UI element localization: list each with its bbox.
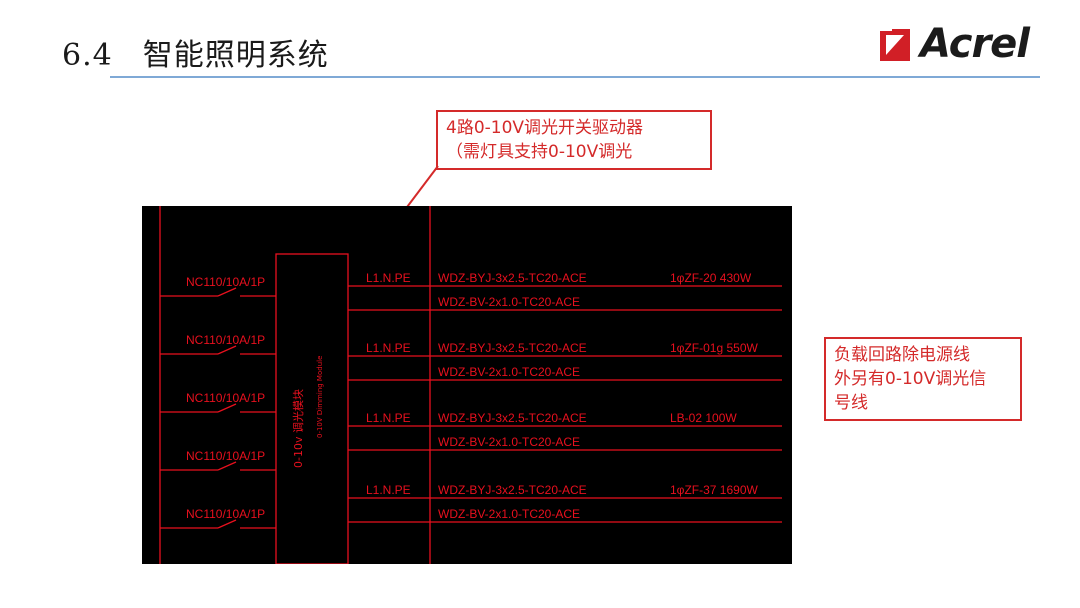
breaker-label: NC110/10A/1P xyxy=(186,391,265,405)
breaker-3: NC110/10A/1P xyxy=(160,391,276,413)
breaker-2: NC110/10A/1P xyxy=(160,333,276,355)
callout-top-line1: 4路0-10V调光开关驱动器 xyxy=(446,118,644,138)
power-cable-label: WDZ-BYJ-3x2.5-TC20-ACE xyxy=(438,411,587,425)
power-cable-label: WDZ-BYJ-3x2.5-TC20-ACE xyxy=(438,483,587,497)
signal-wire-callout: 负载回路除电源线 外另有0-10V调光信 号线 xyxy=(824,337,1022,421)
breaker-label: NC110/10A/1P xyxy=(186,507,265,521)
logo-text: Acrel xyxy=(920,21,1030,67)
power-cable-label: WDZ-BYJ-3x2.5-TC20-ACE xyxy=(438,341,587,355)
circuit-3: L1.N.PE WDZ-BYJ-3x2.5-TC20-ACE WDZ-BV-2x1.… xyxy=(348,411,782,451)
circuit-4: L1.N.PE WDZ-BYJ-3x2.5-TC20-ACE WDZ-BV-2x1.… xyxy=(348,483,782,523)
load-label: 1φZF-37 1690W xyxy=(670,483,758,497)
callout-top-line2: （需灯具支持0-10V调光 xyxy=(446,142,633,162)
load-label: 1φZF-01g 550W xyxy=(670,341,758,355)
phase-label: L1.N.PE xyxy=(366,411,411,425)
section-title: 智能照明系统 xyxy=(142,38,329,73)
breaker-label: NC110/10A/1P xyxy=(186,449,265,463)
logo-mark-icon xyxy=(878,25,914,63)
phase-label: L1.N.PE xyxy=(366,271,411,285)
company-logo: Acrel xyxy=(878,21,1030,67)
callout-right-line3: 号线 xyxy=(834,393,868,413)
dimming-driver-callout: 4路0-10V调光开关驱动器 （需灯具支持0-10V调光 xyxy=(436,110,712,170)
module-sublabel: 0-10V Dimming Module xyxy=(316,356,324,438)
signal-cable-label: WDZ-BV-2x1.0-TC20-ACE xyxy=(438,365,580,379)
phase-label: L1.N.PE xyxy=(366,341,411,355)
power-cable-label: WDZ-BYJ-3x2.5-TC20-ACE xyxy=(438,271,587,285)
breaker-4: NC110/10A/1P xyxy=(160,449,276,471)
module-label: 0-10v 调光模块 xyxy=(291,389,305,468)
load-label: LB-02 100W xyxy=(670,411,737,425)
page-title: 6.4 智能照明系统 xyxy=(62,30,329,74)
signal-cable-label: WDZ-BV-2x1.0-TC20-ACE xyxy=(438,435,580,449)
wiring-diagram-canvas: NC110/10A/1P NC110/10A/1P NC110/10A/1P NC11… xyxy=(159,206,782,564)
breaker-5: NC110/10A/1P xyxy=(160,507,276,529)
breaker-label: NC110/10A/1P xyxy=(186,333,265,347)
dimming-module-box xyxy=(275,253,349,564)
signal-cable-label: WDZ-BV-2x1.0-TC20-ACE xyxy=(438,295,580,309)
circuit-1: L1.N.PE WDZ-BYJ-3x2.5-TC20-ACE WDZ-BV-2x1.… xyxy=(348,271,782,311)
section-number: 6.4 xyxy=(62,38,113,73)
phase-label: L1.N.PE xyxy=(366,483,411,497)
title-divider xyxy=(110,76,1040,78)
signal-cable-label: WDZ-BV-2x1.0-TC20-ACE xyxy=(438,507,580,521)
callout-right-line2: 外另有0-10V调光信 xyxy=(834,369,987,389)
callout-right-line1: 负载回路除电源线 xyxy=(834,345,970,365)
breaker-label: NC110/10A/1P xyxy=(186,275,265,289)
load-label: 1φZF-20 430W xyxy=(670,271,752,285)
wiring-diagram: NC110/10A/1P NC110/10A/1P NC110/10A/1P NC11… xyxy=(142,206,792,564)
breaker-1: NC110/10A/1P xyxy=(160,275,276,297)
circuit-2: L1.N.PE WDZ-BYJ-3x2.5-TC20-ACE WDZ-BV-2x1.… xyxy=(348,341,782,381)
